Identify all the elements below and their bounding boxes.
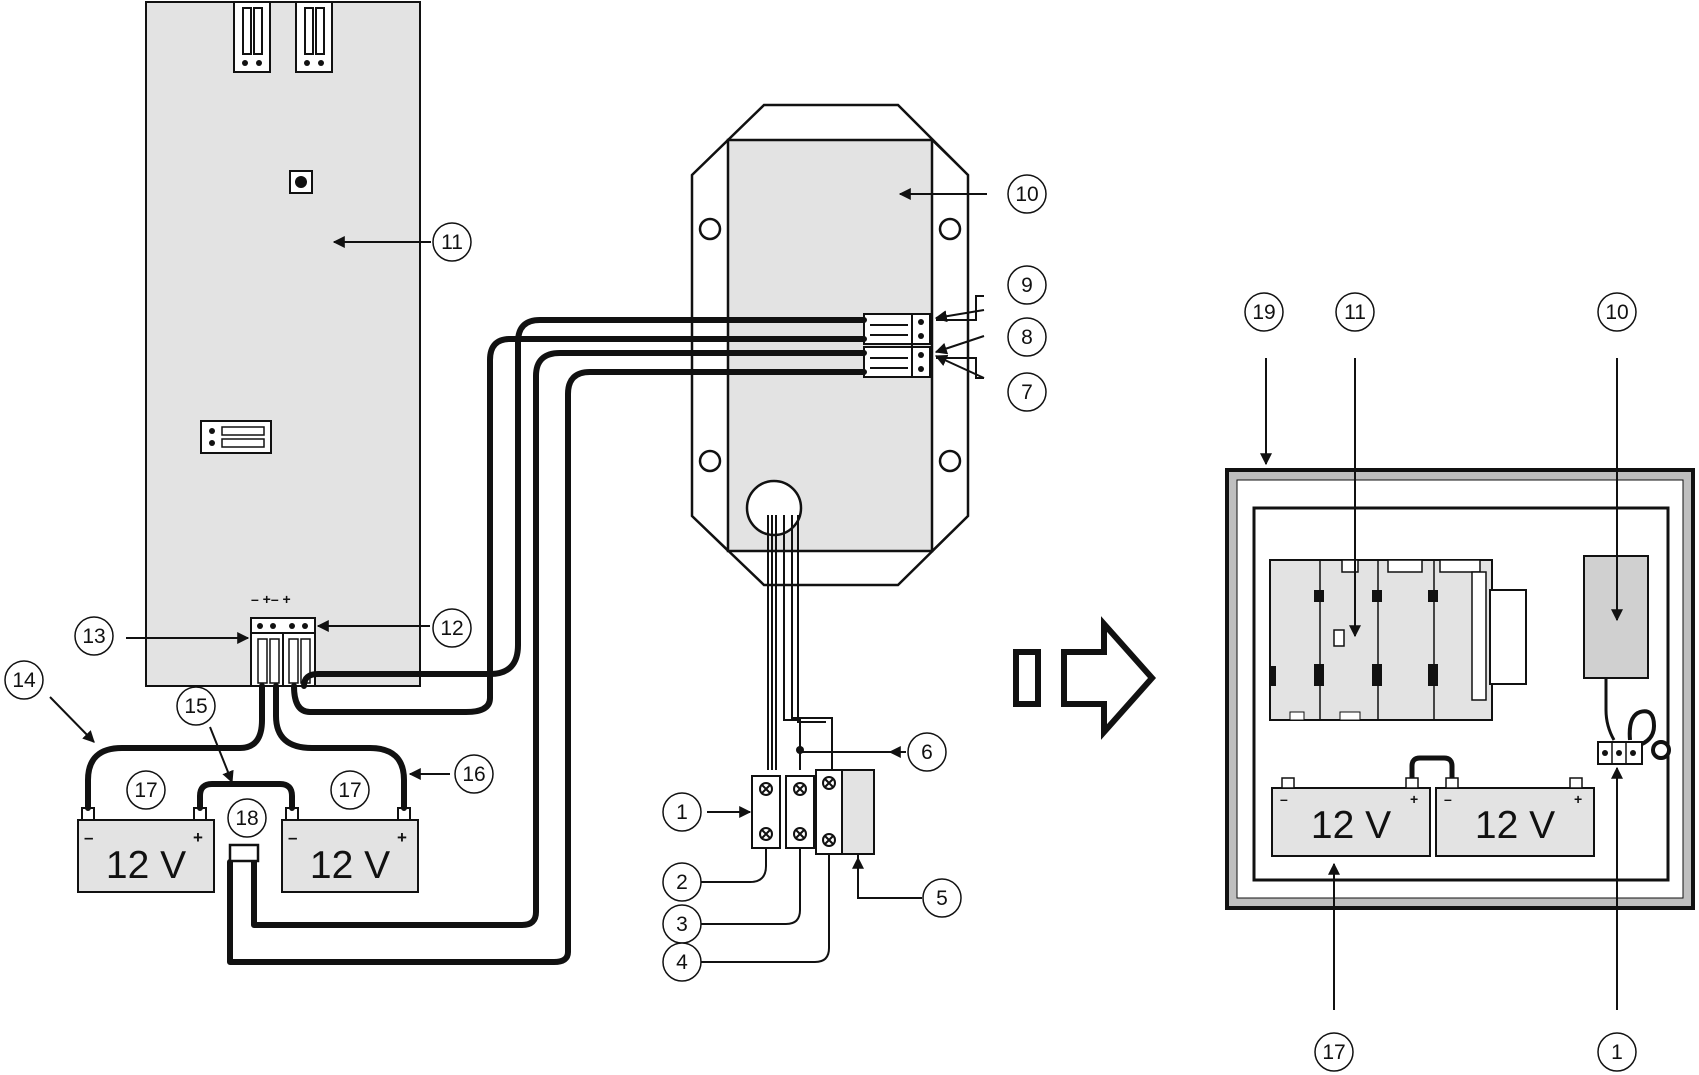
leader-lines-plain bbox=[800, 295, 984, 899]
callout-12: 12 bbox=[432, 608, 472, 648]
callout-11-inset: 11 bbox=[1335, 292, 1375, 332]
callout-10: 10 bbox=[1007, 174, 1047, 214]
inset-battery-right-plus: + bbox=[1574, 791, 1582, 807]
svg-text:14: 14 bbox=[12, 669, 36, 692]
battery-cables bbox=[85, 317, 867, 965]
callout-10-inset: 10 bbox=[1597, 292, 1637, 332]
inset-battery-bridge bbox=[1409, 755, 1455, 778]
output-terminals bbox=[863, 313, 931, 378]
tamper-button bbox=[289, 170, 313, 194]
callout-14: 14 bbox=[4, 660, 44, 700]
svg-text:17: 17 bbox=[1322, 1041, 1345, 1064]
inset-battery-left-minus: – bbox=[1280, 791, 1288, 807]
control-board: – +– + bbox=[145, 1, 421, 687]
svg-text:13: 13 bbox=[82, 625, 105, 648]
battery-right: – + 12 V bbox=[281, 807, 419, 893]
svg-text:2: 2 bbox=[676, 871, 688, 894]
terminal-polarity-marks: – +– + bbox=[251, 591, 291, 607]
battery-left-minus: – bbox=[84, 828, 93, 847]
battery-left-label: 12 V bbox=[106, 844, 186, 887]
svg-text:4: 4 bbox=[676, 951, 688, 974]
inset-battery-right-minus: – bbox=[1444, 791, 1452, 807]
callout-17-left: 17 bbox=[126, 770, 166, 810]
callout-11: 11 bbox=[432, 222, 472, 262]
callout-16: 16 bbox=[454, 754, 494, 794]
inset-battery-right-label: 12 V bbox=[1475, 804, 1555, 847]
inset-battery-left: – + 12 V bbox=[1271, 777, 1431, 857]
callout-7: 7 bbox=[1007, 372, 1047, 412]
callout-9: 9 bbox=[1007, 265, 1047, 305]
svg-text:1: 1 bbox=[676, 801, 688, 824]
svg-text:10: 10 bbox=[1605, 301, 1628, 324]
jumper-block bbox=[200, 420, 272, 454]
callout-4: 4 bbox=[662, 942, 702, 982]
svg-text:12: 12 bbox=[440, 617, 463, 640]
callout-1-inset: 1 bbox=[1597, 1032, 1637, 1072]
svg-text:6: 6 bbox=[921, 741, 933, 764]
inset-control-board bbox=[1269, 559, 1527, 721]
battery-right-label: 12 V bbox=[310, 844, 390, 887]
battery-terminal-block: – +– + bbox=[250, 591, 316, 687]
mains-wires bbox=[767, 515, 833, 770]
battery-right-plus: + bbox=[397, 828, 407, 847]
inset-battery-left-label: 12 V bbox=[1311, 804, 1391, 847]
top-connector-left bbox=[233, 1, 271, 73]
callouts: 11 10 9 8 7 12 13 14 15 16 17 17 18 6 1 … bbox=[4, 174, 1637, 1072]
transition-arrow bbox=[1013, 616, 1157, 740]
svg-text:7: 7 bbox=[1021, 381, 1033, 404]
svg-text:5: 5 bbox=[936, 887, 948, 910]
callout-3: 3 bbox=[662, 904, 702, 944]
battery-left: – + 12 V bbox=[77, 807, 215, 893]
top-connector-right bbox=[295, 1, 333, 73]
callout-19: 19 bbox=[1244, 292, 1284, 332]
svg-text:8: 8 bbox=[1021, 326, 1033, 349]
svg-text:11: 11 bbox=[441, 231, 463, 254]
callout-8: 8 bbox=[1007, 317, 1047, 357]
svg-text:1: 1 bbox=[1611, 1041, 1623, 1064]
housing-inset: – + 12 V – + 12 V bbox=[1225, 468, 1695, 910]
svg-text:18: 18 bbox=[235, 807, 258, 830]
svg-text:9: 9 bbox=[1021, 274, 1033, 297]
svg-text:16: 16 bbox=[462, 763, 485, 786]
callout-5: 5 bbox=[922, 878, 962, 918]
svg-text:3: 3 bbox=[676, 913, 688, 936]
callout-18: 18 bbox=[227, 798, 267, 838]
callout-15: 15 bbox=[176, 686, 216, 726]
inset-mains-terminal bbox=[1597, 741, 1643, 765]
svg-text:17: 17 bbox=[134, 779, 157, 802]
callout-2: 2 bbox=[662, 862, 702, 902]
callout-6: 6 bbox=[907, 732, 947, 772]
callout-17-right: 17 bbox=[330, 770, 370, 810]
mains-terminal-block bbox=[751, 746, 875, 855]
svg-text:11: 11 bbox=[1344, 301, 1366, 324]
svg-text:19: 19 bbox=[1252, 301, 1275, 324]
callout-13: 13 bbox=[74, 616, 114, 656]
svg-text:10: 10 bbox=[1015, 183, 1038, 206]
power-supply bbox=[690, 103, 970, 587]
inset-battery-right: – + 12 V bbox=[1435, 777, 1595, 857]
battery-left-plus: + bbox=[193, 828, 203, 847]
callout-1: 1 bbox=[662, 792, 702, 832]
callout-17-inset: 17 bbox=[1314, 1032, 1354, 1072]
inset-battery-left-plus: + bbox=[1410, 791, 1418, 807]
battery-right-minus: – bbox=[288, 828, 297, 847]
battery-clip bbox=[228, 843, 260, 863]
svg-text:17: 17 bbox=[338, 779, 361, 802]
svg-text:15: 15 bbox=[184, 695, 207, 718]
mains-external-wires bbox=[700, 848, 830, 963]
